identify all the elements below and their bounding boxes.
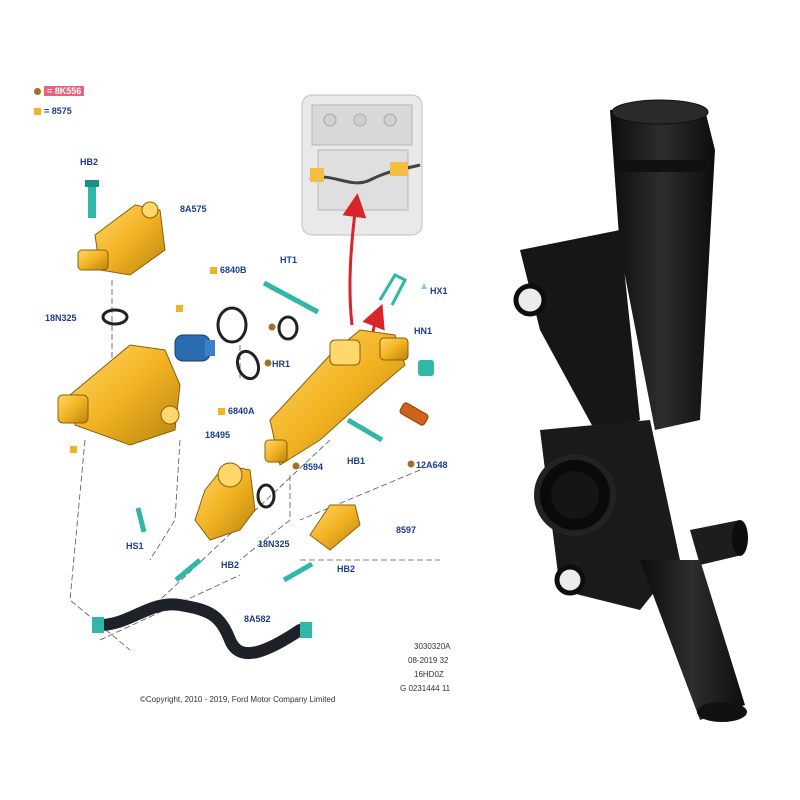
- o-ring-18n325-bottom-icon: [256, 483, 276, 509]
- label-6840b: 6840B: [220, 265, 247, 275]
- label-hb1: HB1: [347, 456, 366, 466]
- red-arrow-left: [342, 193, 367, 326]
- label-hb2-mid: HB2: [221, 560, 240, 570]
- bolt-hb1-icon: [346, 417, 384, 443]
- label-18495: 18495: [205, 430, 231, 440]
- label-hb2-right: HB2: [337, 564, 356, 574]
- legend-dot-marker-2: [264, 359, 272, 367]
- thermostat-housing-left-icon: [57, 344, 181, 446]
- bolt-hs1-icon: [135, 507, 147, 533]
- label-12a648: 12A648: [416, 460, 448, 470]
- label-hn1: HN1: [414, 326, 433, 336]
- legend-dot-marker-1: [268, 323, 276, 331]
- legend-label-8k556: = 8K556: [44, 86, 85, 96]
- hose-clamp-right-icon: [300, 622, 312, 638]
- reference-line-2: 08-2019 32: [408, 656, 449, 665]
- connector-8597-icon: [309, 504, 361, 551]
- copyright-text: ©Copyright, 2010 - 2019, Ford Motor Comp…: [140, 695, 336, 704]
- label-6840a: 6840A: [228, 406, 255, 416]
- label-hx1: HX1: [430, 286, 448, 296]
- gasket-6840a-icon: [235, 349, 261, 381]
- triangle-hx1-icon: [421, 283, 427, 289]
- hose-8a582-icon: [94, 598, 306, 660]
- engine-ghost-illustration: [301, 94, 423, 236]
- label-hr1: HR1: [272, 359, 291, 369]
- label-18n325-bottom: 18N325: [258, 539, 290, 549]
- reference-line-3: 16HD0Z: [414, 670, 444, 679]
- legend-item-8575: = 8575: [34, 106, 72, 116]
- o-ring-hr1-icon: [277, 315, 299, 341]
- label-8a575: 8A575: [180, 204, 207, 214]
- reference-line-4: G 0231444 11: [400, 684, 451, 693]
- tube-ht1-icon: [262, 280, 320, 315]
- connector-hn1-icon: [418, 360, 434, 376]
- legend-square-icon: [34, 107, 41, 115]
- bolt-hb2-right-icon: [282, 561, 314, 583]
- gasket-6840b-icon: [216, 306, 248, 344]
- legend-label-8575: = 8575: [44, 106, 72, 116]
- product-photo-water-outlet: [513, 99, 748, 722]
- water-outlet-8594-icon: [264, 329, 409, 466]
- clip-hx1-icon: [378, 273, 408, 306]
- label-hs1: HS1: [126, 541, 144, 551]
- sensor-12a648-icon: [399, 402, 429, 426]
- label-8594: 8594: [303, 462, 324, 472]
- legend-dot-icon: [34, 87, 41, 95]
- legend-square-marker-4: [70, 446, 77, 453]
- sensor-blue-icon: [174, 334, 215, 362]
- legend-dot-marker-4: [407, 460, 415, 468]
- housing-8a575-icon: [77, 201, 166, 276]
- label-8a582: 8A582: [244, 614, 271, 624]
- legend-square-marker-2: [210, 267, 217, 274]
- legend-square-marker-1: [176, 305, 183, 312]
- label-8597: 8597: [396, 525, 417, 535]
- label-ht1: HT1: [280, 255, 298, 265]
- hose-clamp-left-icon: [92, 617, 104, 633]
- pump-18495-icon: [194, 462, 256, 541]
- label-hb2-top: HB2: [80, 157, 99, 167]
- o-ring-18n325-top-icon: [101, 308, 129, 326]
- legend-dot-marker-3: [292, 462, 300, 470]
- label-18n325-top: 18N325: [45, 313, 77, 323]
- bolt-hb2-mid-icon: [174, 558, 202, 582]
- legend-item-8k556: = 8K556: [34, 86, 85, 96]
- legend-square-marker-3: [218, 408, 225, 415]
- reference-line-1: 3030320A: [414, 642, 451, 651]
- bolt-hb2-top-icon: [85, 180, 99, 218]
